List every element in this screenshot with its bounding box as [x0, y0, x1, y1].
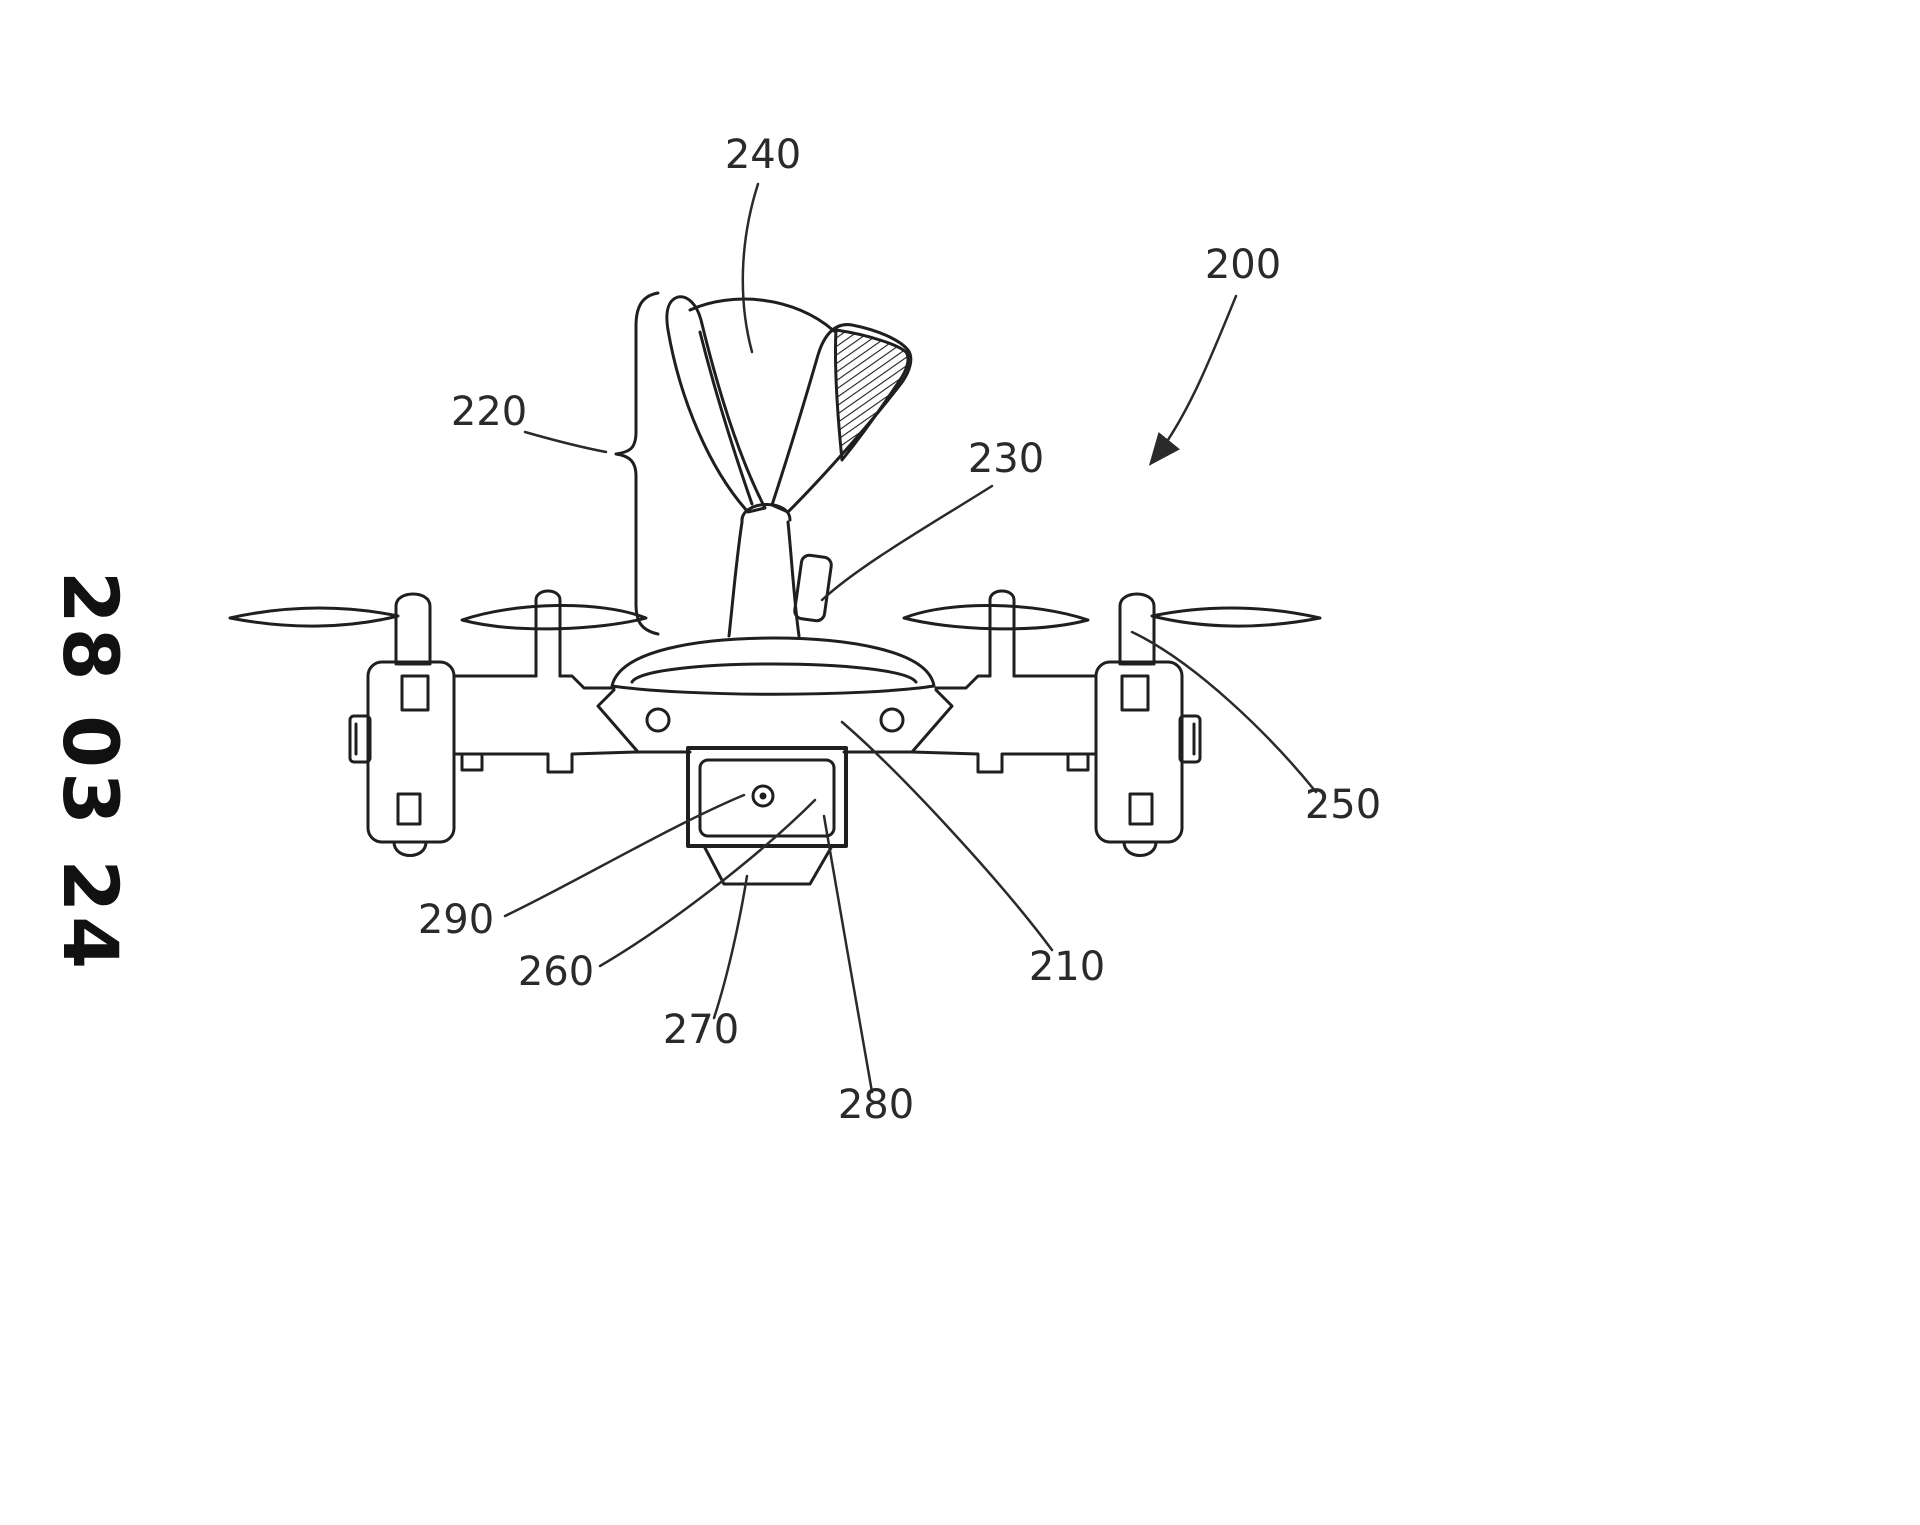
ref-label-270: 270: [663, 1007, 739, 1053]
arm-top-edge: [452, 674, 616, 690]
leader-270: [712, 874, 749, 1020]
leader-280: [822, 814, 874, 1094]
pod-side-clip: [348, 714, 372, 764]
ref-label-230: 230: [968, 436, 1044, 482]
rotor-pod-body: [366, 660, 456, 844]
canopy-dome: [610, 636, 936, 696]
arm-bottom-edge: [452, 750, 640, 774]
camera-box-inner: [698, 758, 836, 838]
mast-hub: [740, 503, 792, 524]
leader-lines: [503, 182, 1318, 1094]
camera-box-outer: [686, 746, 848, 848]
left-rotor-assembly: [228, 589, 671, 857]
pod-vent-lower: [396, 792, 422, 826]
leader-230: [820, 484, 994, 602]
outer-propeller-blade: [228, 606, 400, 628]
leader-260: [598, 798, 817, 968]
ref-label-200: 200: [1205, 242, 1281, 288]
inner-propeller-blade: [460, 604, 648, 631]
blade-left-contour: [698, 330, 754, 506]
blade-right-hatch: [833, 328, 910, 462]
arm-tab: [460, 752, 484, 772]
mast-mount: [793, 553, 833, 623]
ref-label-250: 250: [1305, 782, 1381, 828]
bumper-trapezoid: [702, 844, 834, 886]
ref-label-210: 210: [1029, 944, 1105, 990]
leader-240: [741, 182, 760, 354]
mast-left-edge: [727, 520, 744, 638]
ref-label-290: 290: [418, 897, 494, 943]
leader-220: [523, 430, 608, 454]
folded-propeller-assembly: [665, 295, 913, 638]
motor-cylinder: [394, 592, 432, 666]
blade-left: [665, 295, 767, 514]
leader-290: [503, 793, 746, 918]
blade-top-arc: [688, 297, 836, 333]
camera-module: [686, 746, 848, 886]
ref-label-280: 280: [838, 1082, 914, 1128]
leader-210: [840, 720, 1054, 952]
canopy-inner-line: [630, 662, 918, 684]
mast-right-edge: [786, 520, 801, 638]
body-screw-hole: [645, 707, 671, 733]
leader-250: [1130, 630, 1318, 794]
ref-label-220: 220: [451, 389, 527, 435]
camera-lens-ring: [751, 784, 775, 808]
ref-label-240: 240: [725, 132, 801, 178]
date-stamp: 28 03 24: [46, 571, 135, 973]
rear-rotor-post: [534, 589, 562, 678]
pod-vent-upper: [400, 674, 430, 712]
reference-labels: 240 200 220 230 250 290 260 270 280 210: [418, 132, 1381, 1128]
body-plate-side: [596, 688, 640, 754]
camera-lens-dot: [759, 792, 767, 800]
leader-200: [1148, 294, 1238, 466]
bracket-brace: [614, 291, 660, 636]
ref-label-260: 260: [518, 949, 594, 995]
landing-foot: [392, 840, 428, 857]
drone-drawing: [228, 291, 1322, 886]
